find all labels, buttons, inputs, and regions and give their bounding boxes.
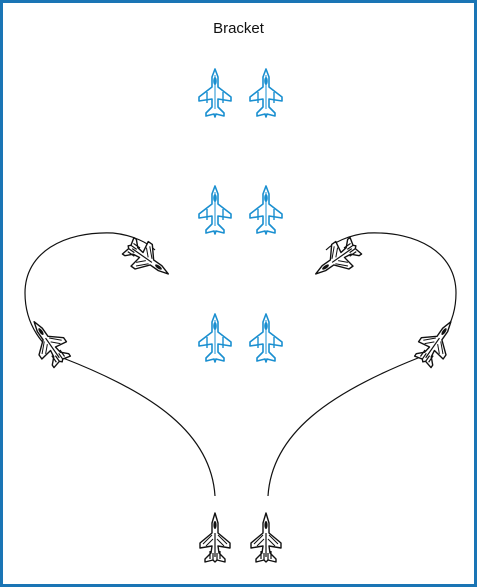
hostile-jet-icon: [307, 234, 364, 287]
friendly-jet-icon: [250, 314, 282, 362]
friendly-jet-icon: [199, 314, 231, 362]
maneuver-diagram: [3, 3, 474, 584]
friendly-jet-icon: [250, 186, 282, 234]
hostile-jet-icon: [120, 234, 177, 287]
hostile-jet-icon: [411, 313, 464, 370]
friendly-jet-icon: [199, 186, 231, 234]
friendly-jet-icon: [250, 69, 282, 117]
friendly-jet-icon: [199, 69, 231, 117]
hostile-jet-icon: [251, 513, 281, 562]
hostile-jet-icon: [200, 513, 230, 562]
